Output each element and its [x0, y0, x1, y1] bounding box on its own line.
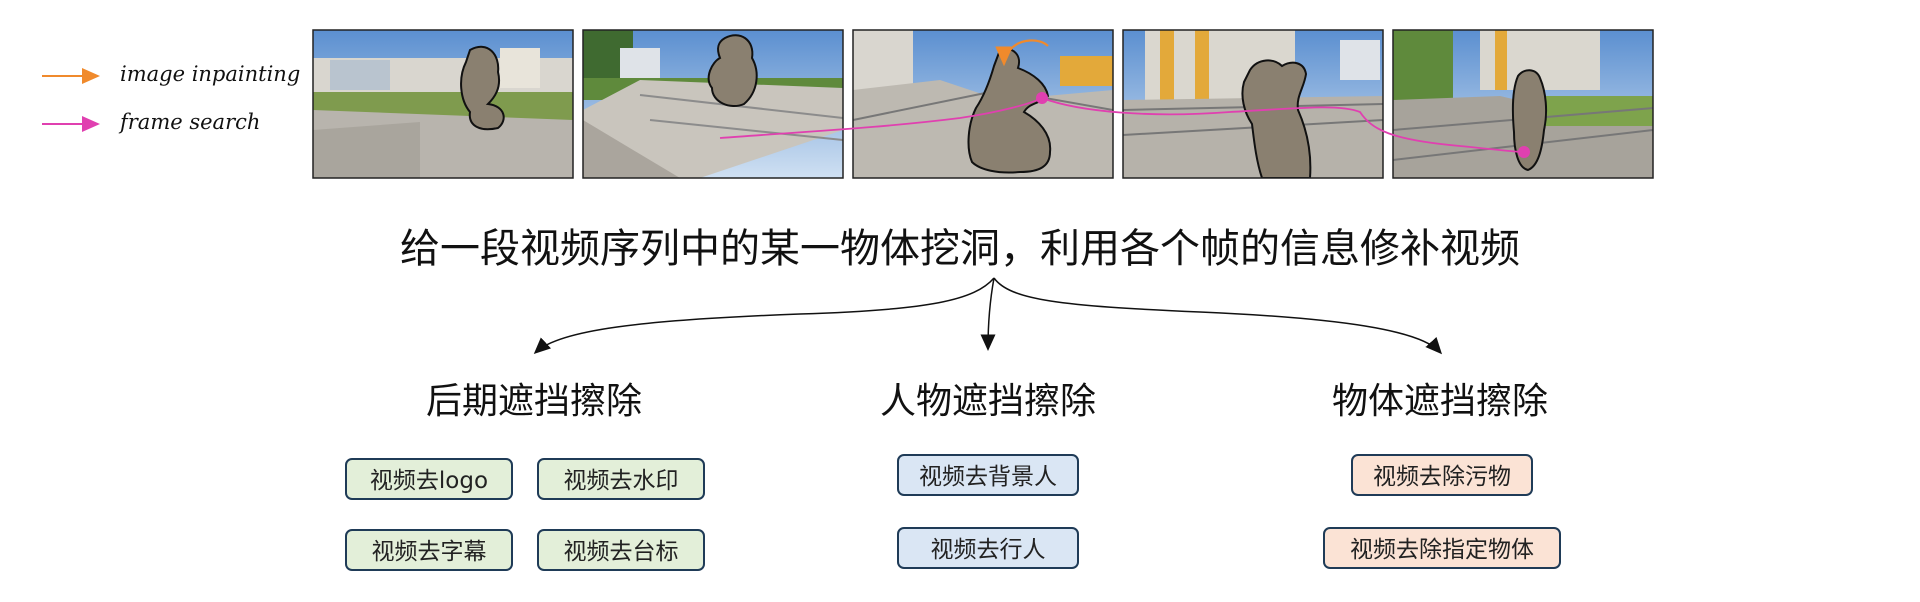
search-point-frame-5 [1518, 146, 1530, 158]
video-frame-4 [1123, 30, 1383, 178]
tag-remove-logo: 视频去logo [345, 458, 513, 500]
mask-hole-5 [1511, 69, 1548, 172]
tag-remove-subtitles: 视频去字幕 [345, 529, 513, 571]
tag-remove-watermark: 视频去水印 [537, 458, 705, 500]
tag-remove-pedestrians: 视频去行人 [897, 527, 1079, 569]
tag-remove-specified-object: 视频去除指定物体 [1323, 527, 1561, 569]
branch-arrow-right [993, 277, 1443, 355]
video-frame-1 [313, 30, 573, 178]
frame-search-trajectory [719, 97, 1525, 153]
tag-remove-dirt: 视频去除污物 [1351, 454, 1533, 496]
video-frame-3 [853, 30, 1113, 178]
search-point-frame-3 [1036, 92, 1048, 104]
legend-label-frame-search: frame search [120, 110, 261, 134]
branch-arrow-middle [980, 277, 996, 351]
inpainting-arrow [995, 39, 1049, 67]
tag-remove-background-people: 视频去背景人 [897, 454, 1079, 496]
mask-hole-2 [707, 34, 758, 107]
group-title-post-occlusion: 后期遮挡擦除 [425, 381, 642, 422]
video-frame-5 [1393, 30, 1653, 178]
mask-hole-3 [967, 48, 1052, 174]
mask-hole-4 [1241, 59, 1312, 178]
group-title-object-occlusion: 物体遮挡擦除 [1331, 381, 1548, 422]
video-frame-2 [583, 30, 843, 178]
main-title: 给一段视频序列中的某一物体挖洞，利用各个帧的信息修补视频 [400, 226, 1520, 272]
group-title-person-occlusion: 人物遮挡擦除 [879, 381, 1096, 422]
legend-label-image-inpainting: image inpainting [120, 62, 301, 86]
tag-remove-station-logo: 视频去台标 [537, 529, 705, 571]
mask-hole-1 [460, 45, 505, 131]
branch-arrow-left [533, 277, 995, 355]
